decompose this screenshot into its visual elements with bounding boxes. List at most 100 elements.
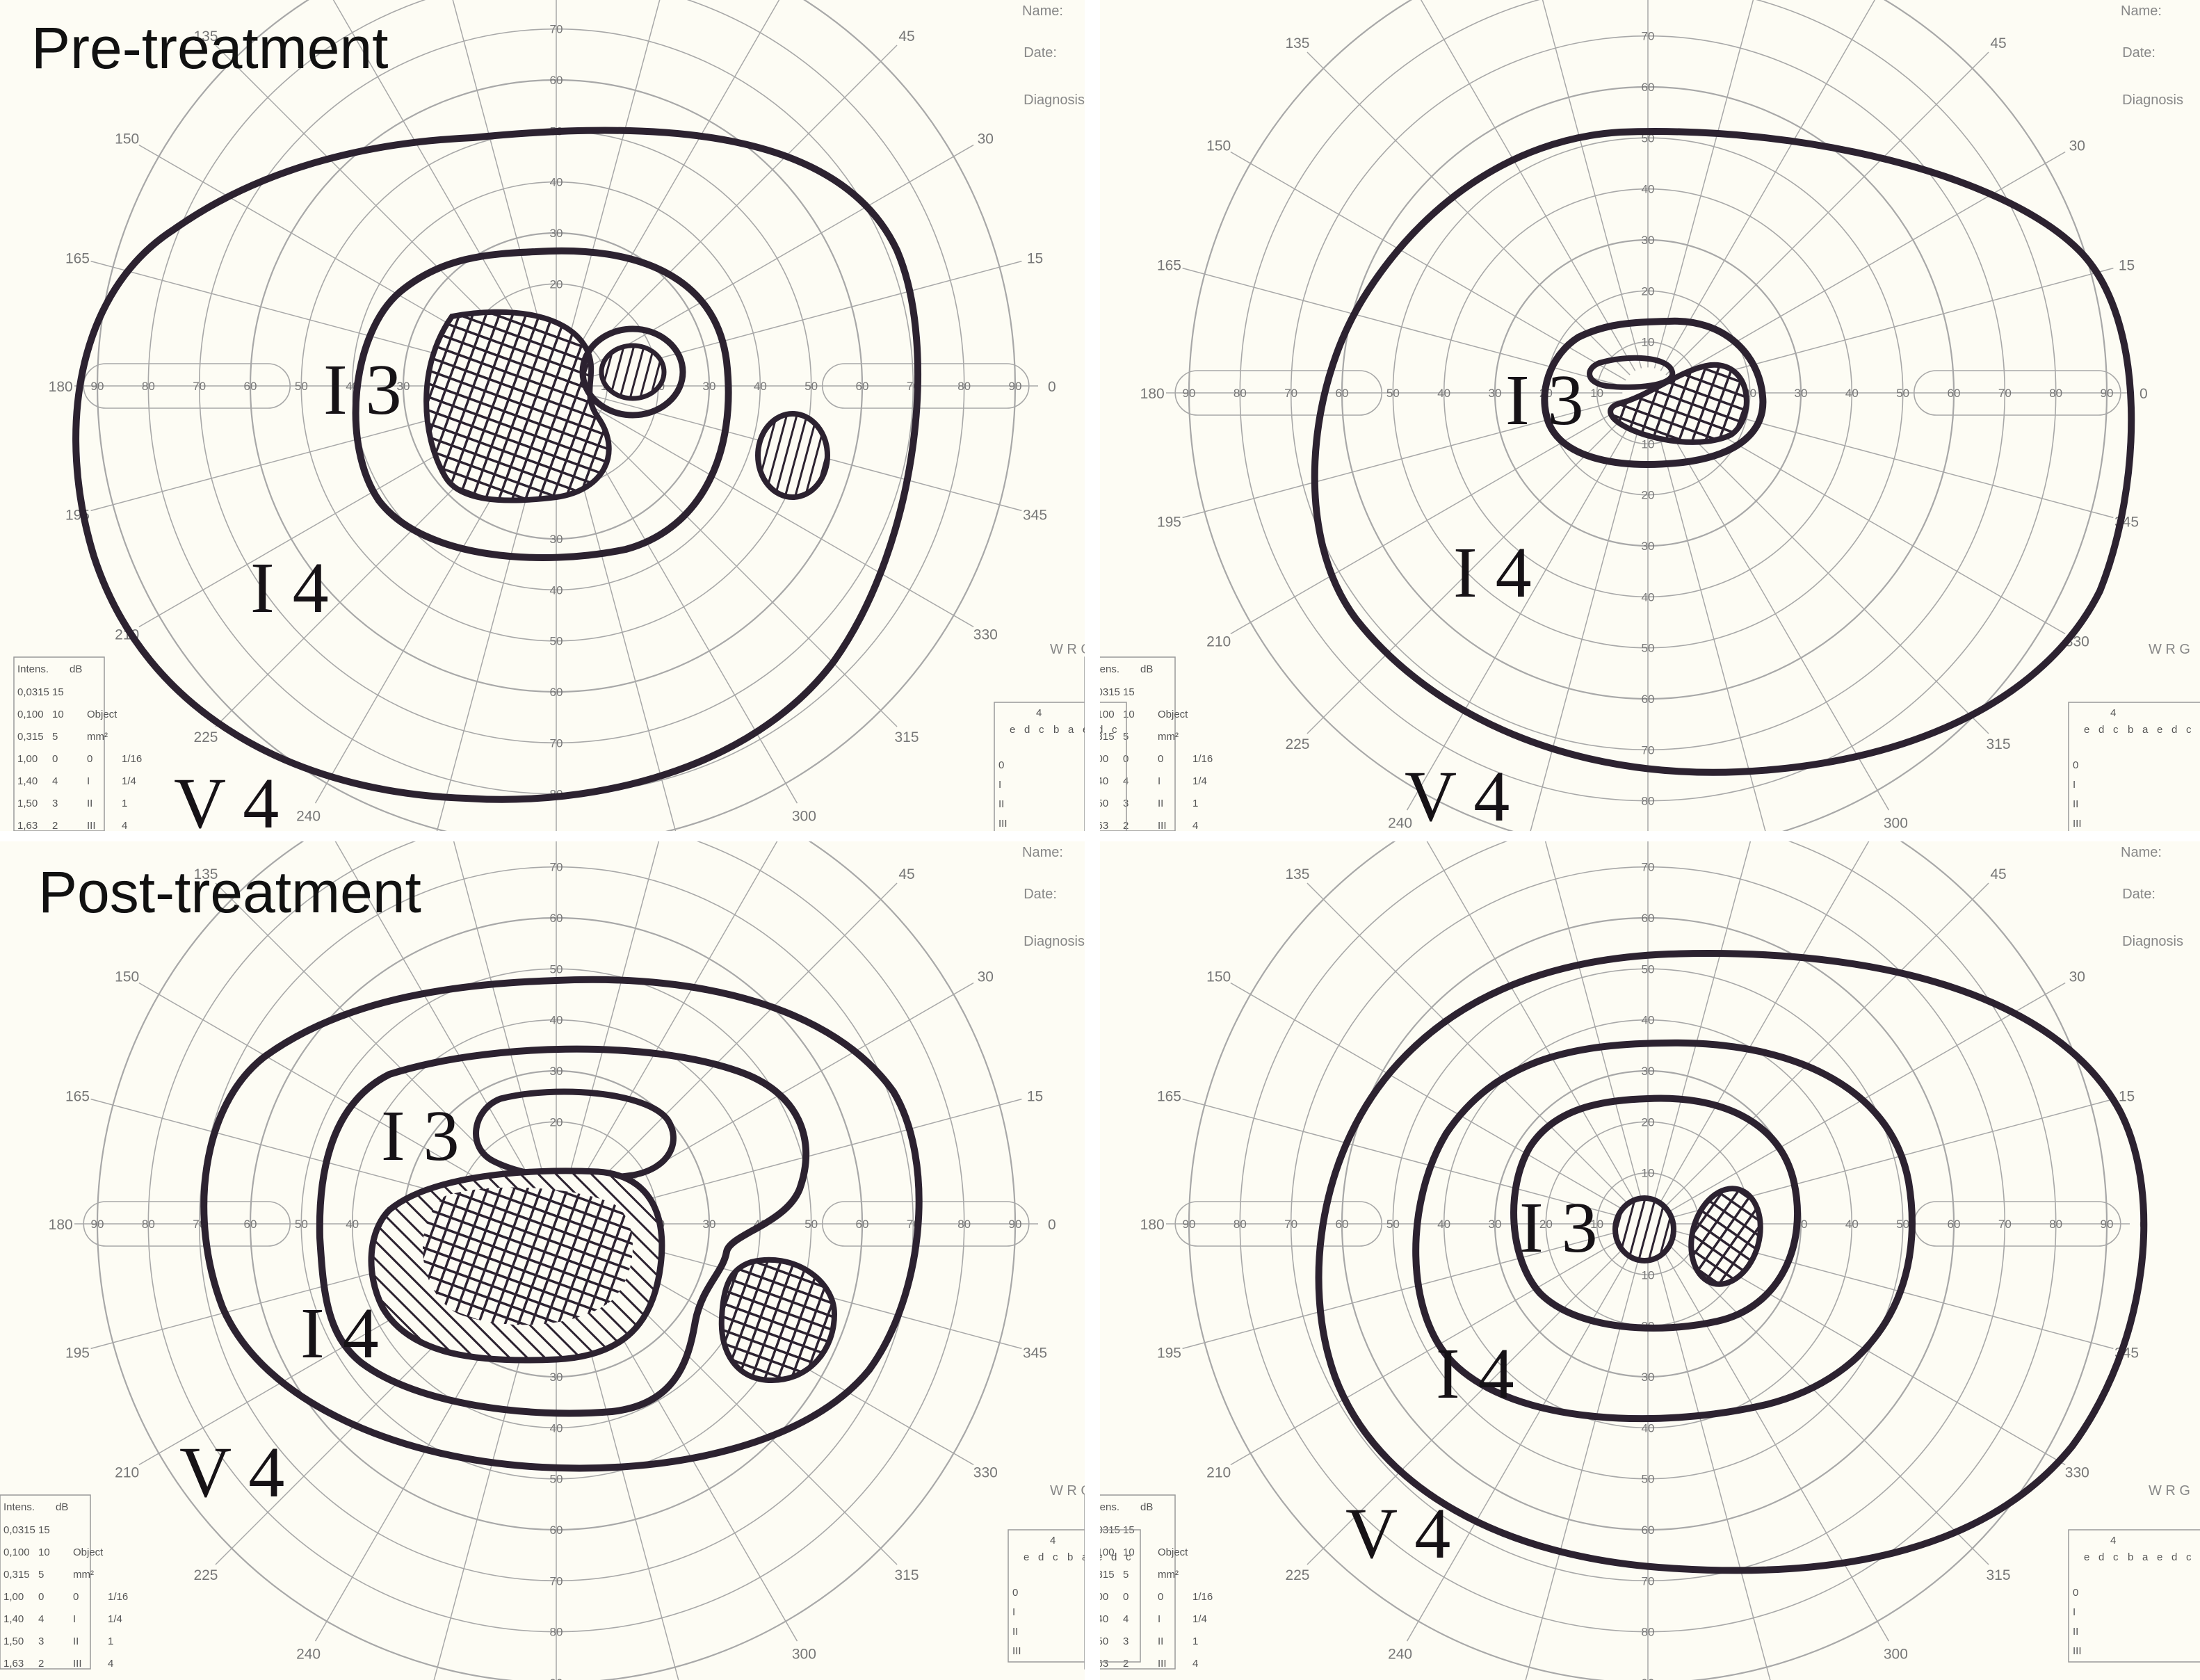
ring-label: 60 [550,912,563,925]
ring-label: 50 [1896,1218,1909,1231]
table-cell: c [1039,724,1044,736]
isopter-i3-small [579,325,686,419]
ring-label: 90 [550,1677,563,1680]
isopter-v4 [1311,128,2135,776]
grid-spoke [1665,51,1989,375]
ring-label: 90 [91,380,104,393]
ring-label: 70 [550,23,563,36]
grid-spoke [574,882,898,1206]
table-cell: 1/4 [108,1613,122,1625]
table-cell: 4 [1192,820,1198,832]
grid-spoke [1653,417,1766,831]
table-cell: I [998,779,1001,791]
meridian-label: 150 [115,969,139,985]
meridian-label: 315 [895,1567,919,1583]
grid-spoke [1665,1241,1989,1565]
table-cell: e [1024,1551,1029,1563]
date-label: Date: [2122,887,2155,902]
meridian-label: 0 [1048,379,1056,395]
name-label: Name: [1022,3,1063,19]
table-header: 4 [1050,1535,1055,1546]
ring-label: 30 [703,380,716,393]
meridian-label: 0 [2140,386,2148,402]
grid-spoke [1660,1245,1890,1642]
ring-label: 90 [1009,380,1022,393]
isopter-label-i4: I 4 [1436,1334,1514,1414]
meridian-label: 345 [1023,507,1047,523]
grid-band-left [1174,1201,1382,1247]
grid-spoke [1525,1248,1642,1680]
table-cell: 15 [52,686,64,698]
ring-label: 30 [1642,1065,1655,1078]
table-cell: 5 [52,731,58,743]
table-cell: 1/16 [108,1591,128,1603]
table-cell: c [1053,1551,1058,1563]
ring-label: 50 [804,380,818,393]
ring-label: 40 [550,1014,563,1027]
ring-label: 30 [1489,387,1502,400]
meridian-label: 45 [898,866,914,882]
table-cell: I [1158,775,1160,787]
grid-spoke [1307,882,1631,1206]
meridian-label: 315 [1987,736,2011,752]
table-cell: 4 [122,820,127,832]
ring-label: 80 [142,1218,155,1231]
table-cell: 0 [87,753,92,765]
table-cell: mm² [1158,731,1179,743]
meridian-label: 330 [973,627,998,643]
grid-spoke [138,982,535,1212]
ring-label: 40 [1642,1014,1655,1027]
table-cell: 2 [52,820,58,832]
ring-label: 80 [1234,1218,1247,1231]
meridian-label: 180 [49,1217,73,1233]
table-cell: 1,40 [17,775,38,787]
ring-label: 60 [1642,693,1655,706]
table-cell: 1/4 [122,775,136,787]
table-cell: 4 [52,775,58,787]
table-cell: II [2073,798,2078,810]
grid-spoke [1653,1248,1771,1680]
meridian-label: 315 [1987,1567,2011,1583]
table-cell: d [2171,1551,2177,1563]
table-cell: c [2186,724,2192,736]
ring-label: 80 [1234,387,1247,400]
ring-label: 40 [550,1421,563,1435]
table-cell: 1,63 [3,1658,24,1670]
grid-spoke [1665,410,1989,734]
table-cell: 1/4 [1192,775,1207,787]
table-cell: 0 [38,1591,44,1603]
table-cell: Object [1158,709,1188,720]
meridian-label: 240 [1388,815,1412,831]
ring-label: 80 [2049,387,2062,400]
meridian-label: 30 [2069,138,2085,154]
table-cell: b [1053,724,1059,736]
isopter-label-i3: I 3 [381,1096,460,1176]
ring-label: 30 [397,380,410,393]
meridian-label: 30 [978,969,994,985]
ring-label: 60 [856,1218,869,1231]
meridian-label: 15 [2119,1089,2135,1105]
ring-label: 60 [856,380,869,393]
table-cell: I [2073,1606,2076,1618]
table-cell: d [1038,1551,1044,1563]
table-cell: 1 [108,1635,113,1647]
ring-label: 50 [1642,1473,1655,1486]
meridian-label: 315 [895,729,919,745]
ring-label: 70 [1998,1218,2012,1231]
table-cell: 1 [1192,1635,1198,1647]
table-cell: 1/4 [1192,1613,1207,1625]
scotoma-relative [599,343,667,401]
table-cell: b [2128,1551,2133,1563]
meridian-label: 45 [898,29,914,45]
table-cell: 1,00 [17,753,38,765]
table-cell: 0,100 [3,1546,30,1558]
ring-label: 70 [550,861,563,874]
table-cell: e [1010,724,1015,736]
meridian-label: 30 [978,131,994,147]
ring-label: 50 [804,1218,818,1231]
meridian-label: 195 [65,1345,90,1361]
panel-pre-left-isopters: I 3 I 4 V 4 [72,127,921,843]
diagnosis-label: Diagnosis [1024,934,1085,949]
meridian-label: 225 [193,729,218,745]
grid-band-left [1174,370,1382,416]
